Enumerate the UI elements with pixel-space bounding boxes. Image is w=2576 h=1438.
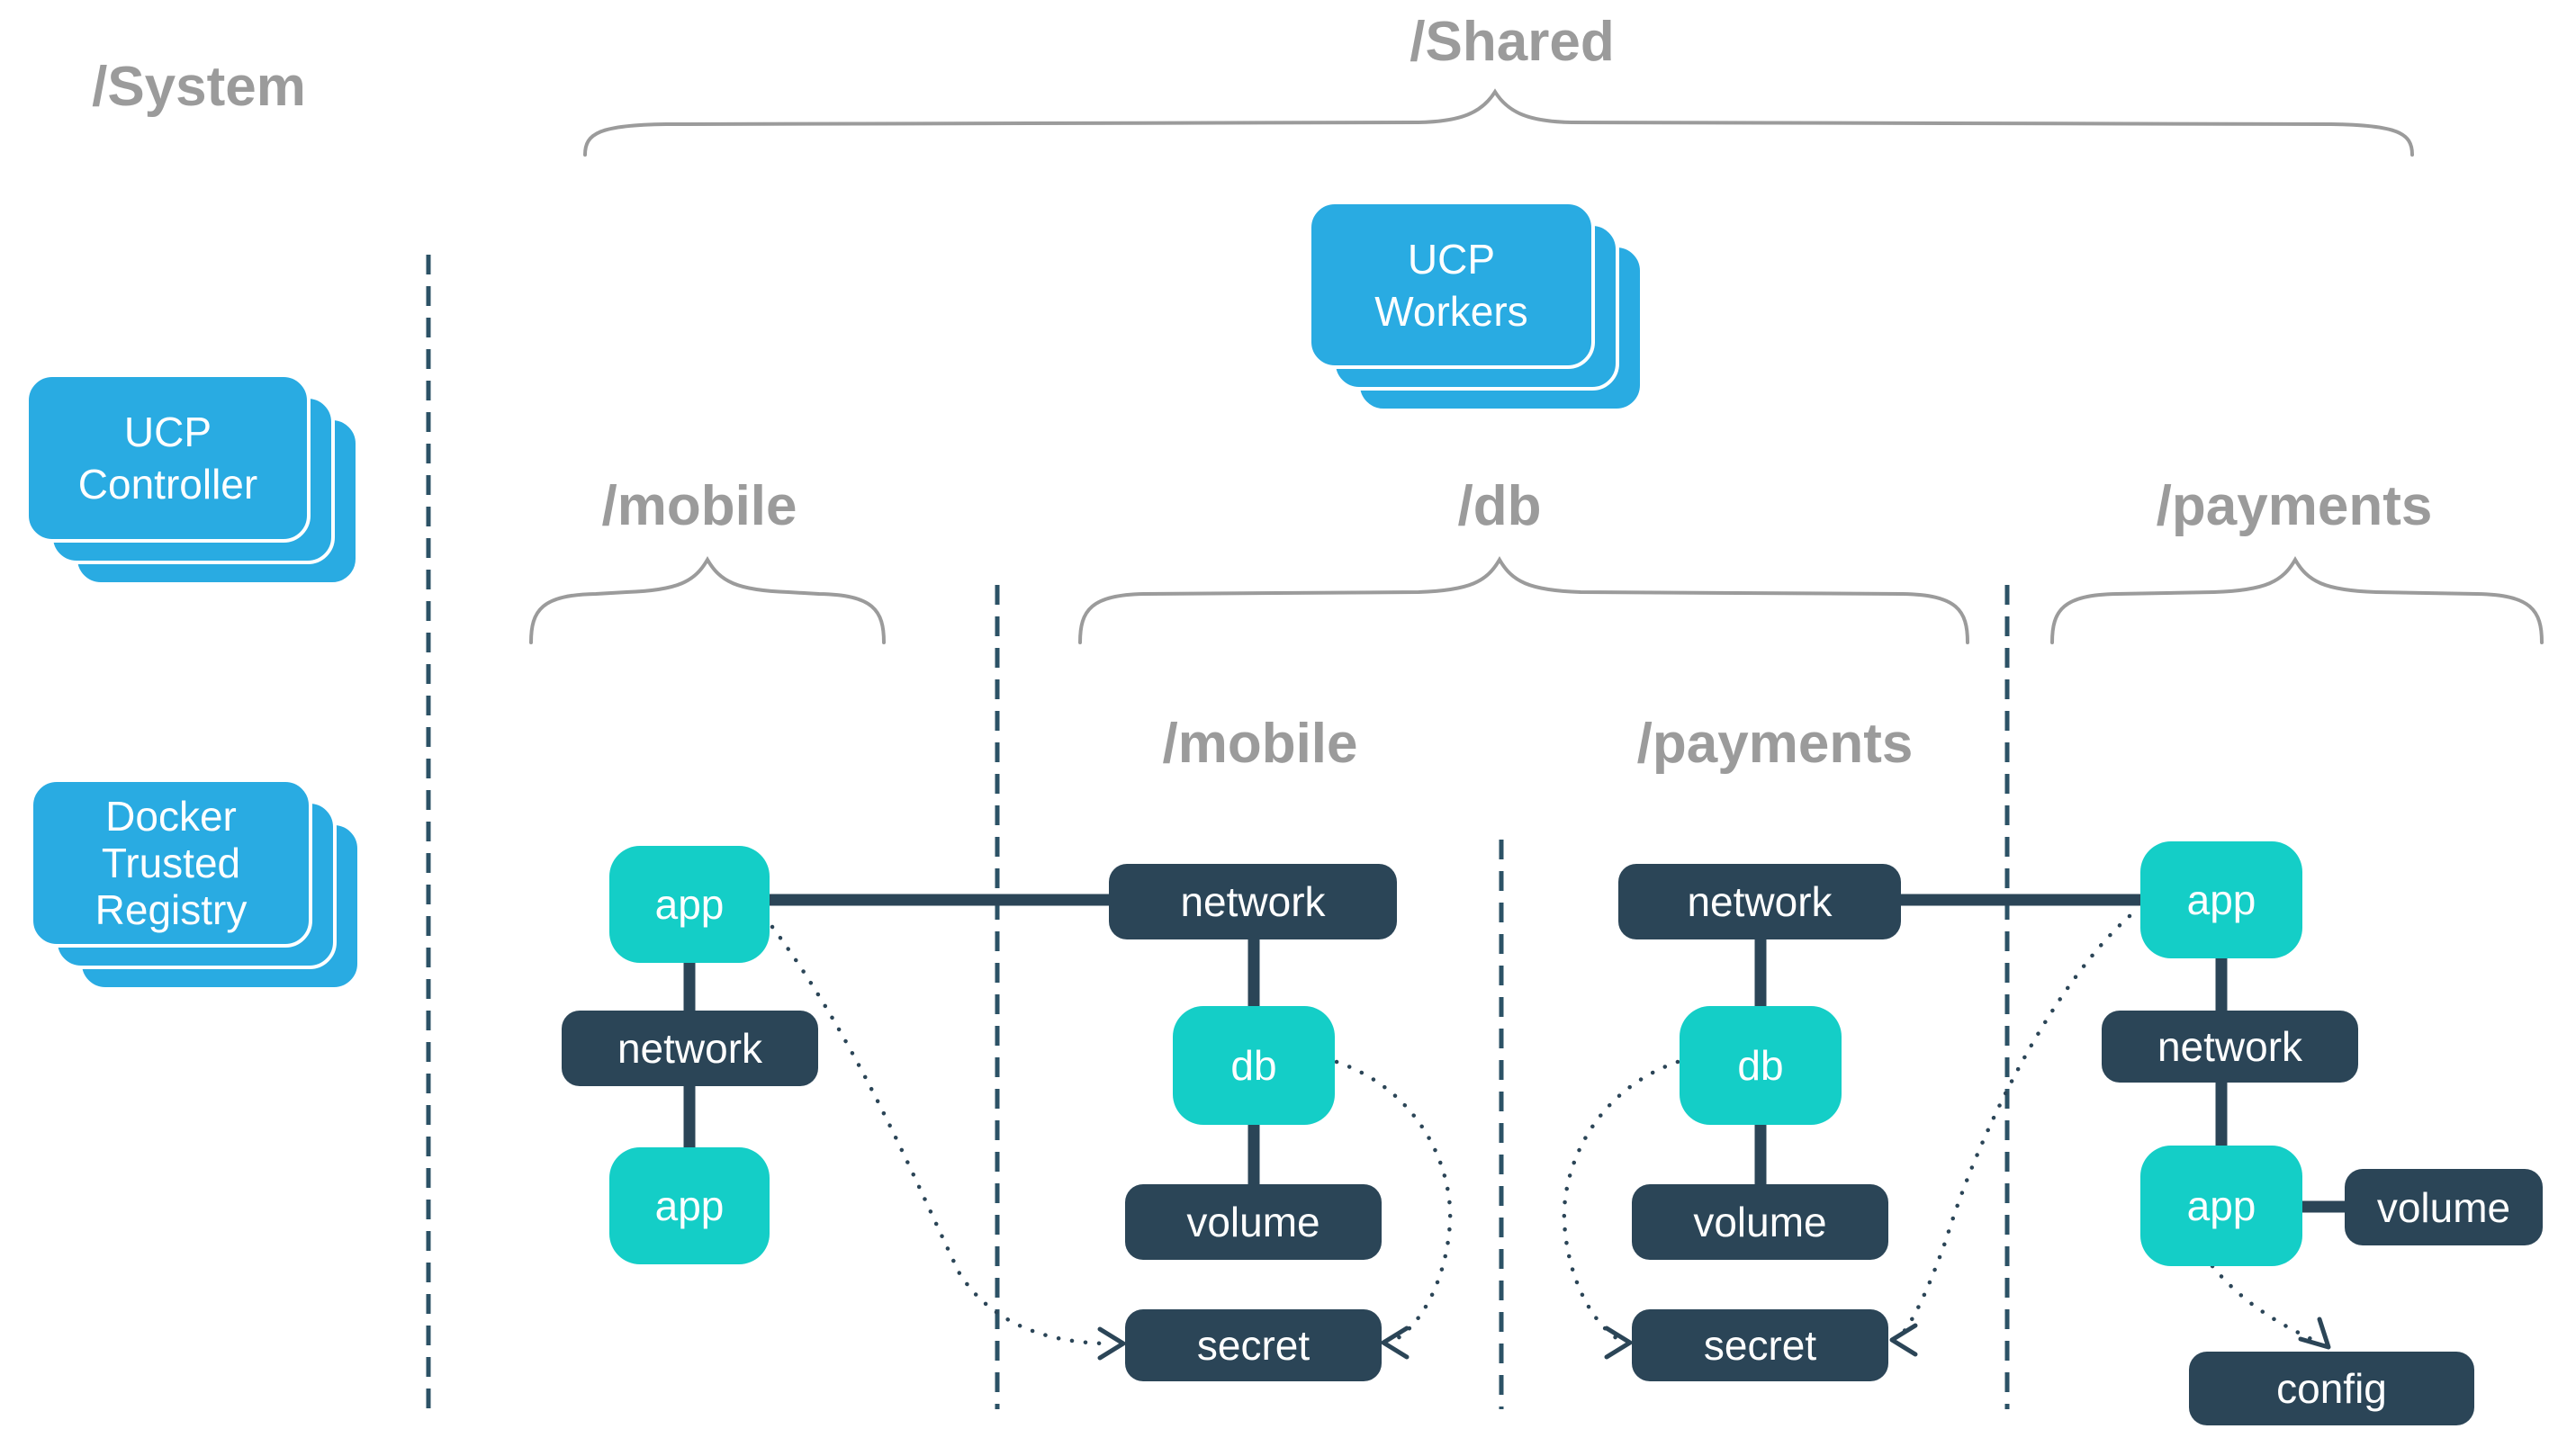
arrowhead-icon bbox=[1381, 1326, 1410, 1360]
docker-trusted-registry-label: Docker Trusted Registry bbox=[95, 793, 248, 933]
dotted-arrow-dbmobile-db-to-secret bbox=[1334, 1059, 1453, 1344]
shared-brace bbox=[583, 88, 2414, 157]
node-volume: volume bbox=[1632, 1184, 1888, 1260]
docker-trusted-registry-card: Docker Trusted Registry bbox=[30, 778, 312, 948]
node-config: config bbox=[2189, 1352, 2474, 1425]
node-secret: secret bbox=[1125, 1309, 1382, 1381]
node-db: db bbox=[1173, 1006, 1335, 1125]
node-db: db bbox=[1680, 1006, 1842, 1125]
label-payments: /payments bbox=[2156, 475, 2433, 537]
node-volume: volume bbox=[2345, 1169, 2543, 1245]
arrowhead-icon bbox=[1604, 1326, 1633, 1360]
node-volume: volume bbox=[1125, 1184, 1382, 1260]
node-network: network bbox=[562, 1011, 818, 1086]
ucp-workers-card: UCP Workers bbox=[1308, 201, 1595, 369]
ucp-workers-label: UCP Workers bbox=[1374, 235, 1528, 335]
arrowhead-icon bbox=[1097, 1326, 1126, 1361]
node-app: app bbox=[2140, 1146, 2302, 1266]
label-mobile: /mobile bbox=[601, 475, 797, 537]
node-app: app bbox=[2140, 841, 2302, 958]
dotted-arrow-dbpayments-db-to-secret bbox=[1562, 1059, 1680, 1344]
db-brace bbox=[1078, 556, 1969, 644]
label-db: /db bbox=[1457, 475, 1542, 537]
arrowhead-icon bbox=[2298, 1317, 2331, 1350]
node-network: network bbox=[1618, 864, 1901, 939]
mobile-brace bbox=[529, 556, 886, 644]
ucp-controller-label: UCP Controller bbox=[77, 409, 258, 508]
label-db-mobile: /mobile bbox=[1162, 713, 1358, 775]
node-app: app bbox=[609, 846, 770, 963]
dotted-arrow-mobile-app-to-secret bbox=[770, 924, 1110, 1346]
dotted-arrow-payments-app-to-config bbox=[2210, 1263, 2316, 1343]
node-secret: secret bbox=[1632, 1309, 1888, 1381]
ucp-controller-card: UCP Controller bbox=[25, 373, 311, 543]
payments-brace bbox=[2050, 556, 2544, 644]
label-db-payments: /payments bbox=[1636, 713, 1914, 775]
label-shared: /Shared bbox=[1410, 11, 1615, 73]
node-app: app bbox=[609, 1147, 770, 1264]
node-network: network bbox=[2102, 1011, 2358, 1083]
dotted-arrow-payments-app-to-secret bbox=[1896, 913, 2132, 1340]
node-network: network bbox=[1109, 864, 1397, 939]
arrowhead-icon bbox=[1889, 1323, 1918, 1357]
label-system: /System bbox=[92, 56, 306, 118]
